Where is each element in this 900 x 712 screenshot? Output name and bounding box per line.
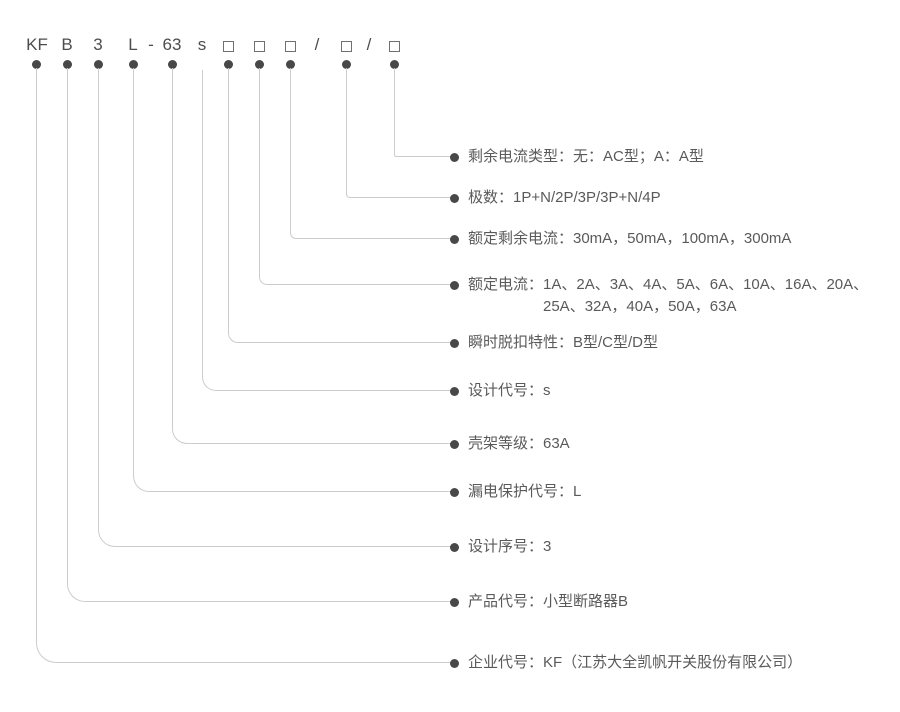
label-design-serial: 设计序号：3 <box>468 538 552 555</box>
label-design-code: 设计代号：s <box>468 382 551 399</box>
label-leakage-protection-code: 漏电保护代号：L <box>468 483 582 500</box>
label-bullet <box>450 153 459 162</box>
anchor-dot <box>286 60 295 69</box>
label-rated-current-line1: 额定电流：1A、2A、3A、4A、5A、6A、10A、16A、20A、 <box>468 276 869 293</box>
label-bullet <box>450 598 459 607</box>
anchor-dot <box>168 60 177 69</box>
label-instantaneous-trip: 瞬时脱扣特性：B型/C型/D型 <box>468 334 659 351</box>
label-poles: 极数：1P+N/2P/3P/3P+N/4P <box>468 189 661 206</box>
code-token-3: 3 <box>93 35 103 54</box>
code-token-l: L <box>128 35 138 54</box>
connector-line <box>133 68 452 492</box>
connector-line <box>172 68 452 444</box>
label-bullet <box>450 440 459 449</box>
anchor-dot <box>129 60 138 69</box>
placeholder-box-icon <box>389 41 400 52</box>
anchor-dot <box>390 60 399 69</box>
label-company-code: 企业代号：KF（江苏大全凯帆开关股份有限公司） <box>468 654 803 671</box>
label-bullet <box>450 339 459 348</box>
code-token-s: s <box>197 35 207 54</box>
code-token-dash: - <box>148 35 154 54</box>
connector-line <box>346 68 452 198</box>
label-rated-current: 额定电流：1A、2A、3A、4A、5A、6A、10A、16A、20A、 25A、… <box>468 274 868 318</box>
placeholder-box-icon <box>285 41 296 52</box>
connector-line <box>228 68 452 343</box>
placeholder-box-icon <box>223 41 234 52</box>
label-bullet <box>450 235 459 244</box>
code-token-b: B <box>61 35 73 54</box>
anchor-dot <box>94 60 103 69</box>
anchor-dot <box>32 60 41 69</box>
connector-line <box>259 68 452 285</box>
connector-line <box>67 68 452 602</box>
placeholder-box-icon <box>254 41 265 52</box>
anchor-dot <box>224 60 233 69</box>
label-bullet <box>450 281 459 290</box>
code-token-slash: / <box>366 35 372 54</box>
connector-line <box>98 68 452 547</box>
label-rated-residual-current: 额定剩余电流：30mA，50mA，100mA，300mA <box>468 230 792 247</box>
placeholder-box-icon <box>341 41 352 52</box>
anchor-dot <box>255 60 264 69</box>
connector-line <box>36 68 452 663</box>
connector-line <box>290 68 452 239</box>
label-bullet <box>450 659 459 668</box>
code-token-kf: KF <box>26 35 48 54</box>
label-bullet <box>450 387 459 396</box>
label-bullet <box>450 194 459 203</box>
label-frame-rating: 壳架等级：63A <box>468 435 570 452</box>
label-product-code: 产品代号：小型断路器B <box>468 593 629 610</box>
label-bullet <box>450 488 459 497</box>
anchor-dot <box>342 60 351 69</box>
connector-line <box>202 70 452 391</box>
connector-line <box>394 68 452 157</box>
code-token-63: 63 <box>162 35 182 54</box>
anchor-dot <box>63 60 72 69</box>
label-residual-current-type: 剩余电流类型：无：AC型；A：A型 <box>468 148 704 165</box>
label-bullet <box>450 543 459 552</box>
label-rated-current-line2: 25A、32A，40A，50A，63A <box>543 298 737 315</box>
code-token-slash: / <box>314 35 320 54</box>
